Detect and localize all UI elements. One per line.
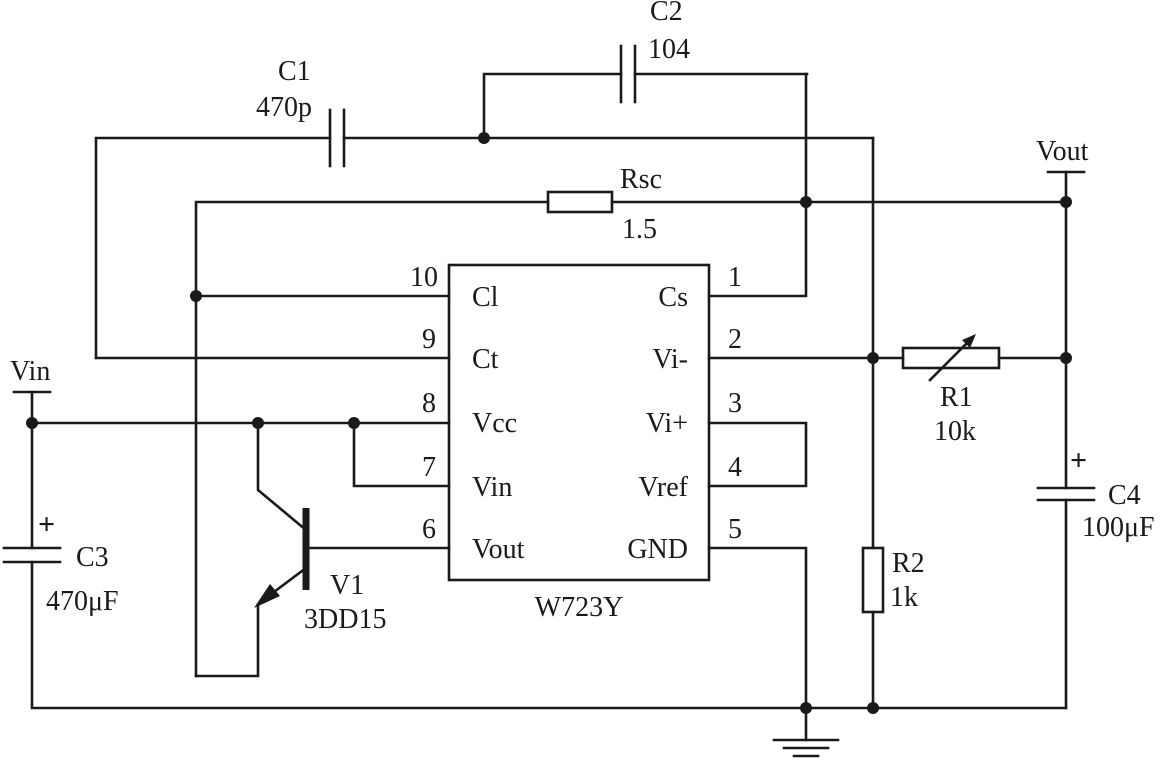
c1-left-wire: [94, 136, 332, 360]
v1-emitter-arrow: [254, 584, 280, 608]
c2-value: 104: [648, 34, 690, 65]
pin-label-gnd: GND: [627, 534, 688, 565]
pin-label-ct: Ct: [472, 344, 499, 375]
pin-label-vout: Vout: [472, 534, 525, 565]
v1-value: 3DD15: [304, 604, 386, 635]
ground-rail: [30, 560, 1068, 710]
junction-vin: [26, 417, 38, 429]
r2-body: [861, 546, 885, 614]
junction-r2-ground: [867, 702, 879, 714]
r1-value: 10k: [934, 416, 976, 447]
junction-vcc-vin: [348, 417, 360, 429]
pin-num-6: 6: [422, 514, 436, 545]
c3-name: C3: [76, 542, 109, 573]
junction-c1-c2: [478, 132, 490, 144]
pin-num-8: 8: [422, 388, 436, 419]
c2-name: C2: [650, 0, 683, 27]
r2-name: R2: [892, 548, 925, 579]
v1-name: V1: [330, 570, 364, 601]
v1-emitter: [194, 566, 308, 678]
c4-value: 100μF: [1082, 512, 1155, 543]
r2-value: 1k: [890, 582, 918, 613]
pin3-pin4-link: [707, 421, 808, 488]
pin5-wire: [707, 546, 808, 710]
pin-label-vin: Vin: [472, 472, 512, 503]
r1-arrow-head: [962, 334, 976, 348]
pin-num-2: 2: [728, 324, 742, 355]
vin-label: Vin: [10, 356, 50, 387]
junctions: [26, 132, 1072, 714]
c1-value: 470p: [256, 92, 312, 123]
pin-num-10: 10: [410, 262, 438, 293]
pin-num-7: 7: [422, 452, 436, 483]
junction-cl: [190, 290, 202, 302]
c4-name: C4: [1108, 480, 1141, 511]
junction-ground: [800, 702, 812, 714]
vout-label: Vout: [1036, 136, 1089, 167]
rsc-body: [546, 190, 614, 214]
pin-num-3: 3: [728, 388, 742, 419]
r1-name: R1: [940, 382, 973, 413]
pin7-wire: [352, 421, 451, 488]
c1-name: C1: [278, 56, 311, 87]
pin-num-5: 5: [728, 514, 742, 545]
rsc-name: Rsc: [620, 164, 662, 195]
junction-vout-rsc: [1060, 196, 1072, 208]
junction-vi-minus: [867, 352, 879, 364]
pin-num-4: 4: [728, 452, 742, 483]
ic-name: W723Y: [535, 592, 624, 623]
junction-collector: [252, 417, 264, 429]
pin-num-1: 1: [728, 262, 742, 293]
pin-label-cl: Cl: [472, 282, 499, 313]
c2-left-wire: [482, 72, 623, 140]
pin-num-9: 9: [422, 324, 436, 355]
v1-collector: [256, 421, 308, 532]
rsc-left-wire: [194, 200, 550, 678]
rsc-value: 1.5: [622, 214, 657, 245]
pin-label-vi-minus: Vi-: [652, 344, 688, 375]
pin-label-vref: Vref: [638, 472, 688, 503]
junction-r1-vout: [1060, 352, 1072, 364]
pin-label-vi-plus: Vi+: [646, 408, 688, 439]
pin1-wire: [707, 72, 809, 298]
pin-label-cs: Cs: [658, 282, 688, 313]
r1-arrow-line: [928, 338, 972, 382]
c4-polarity: +: [1070, 444, 1087, 477]
c3-polarity: +: [38, 508, 55, 541]
pin-label-vcc: Vcc: [472, 408, 517, 439]
c3-value: 470μF: [46, 586, 119, 617]
junction-rsc-cs: [800, 196, 812, 208]
